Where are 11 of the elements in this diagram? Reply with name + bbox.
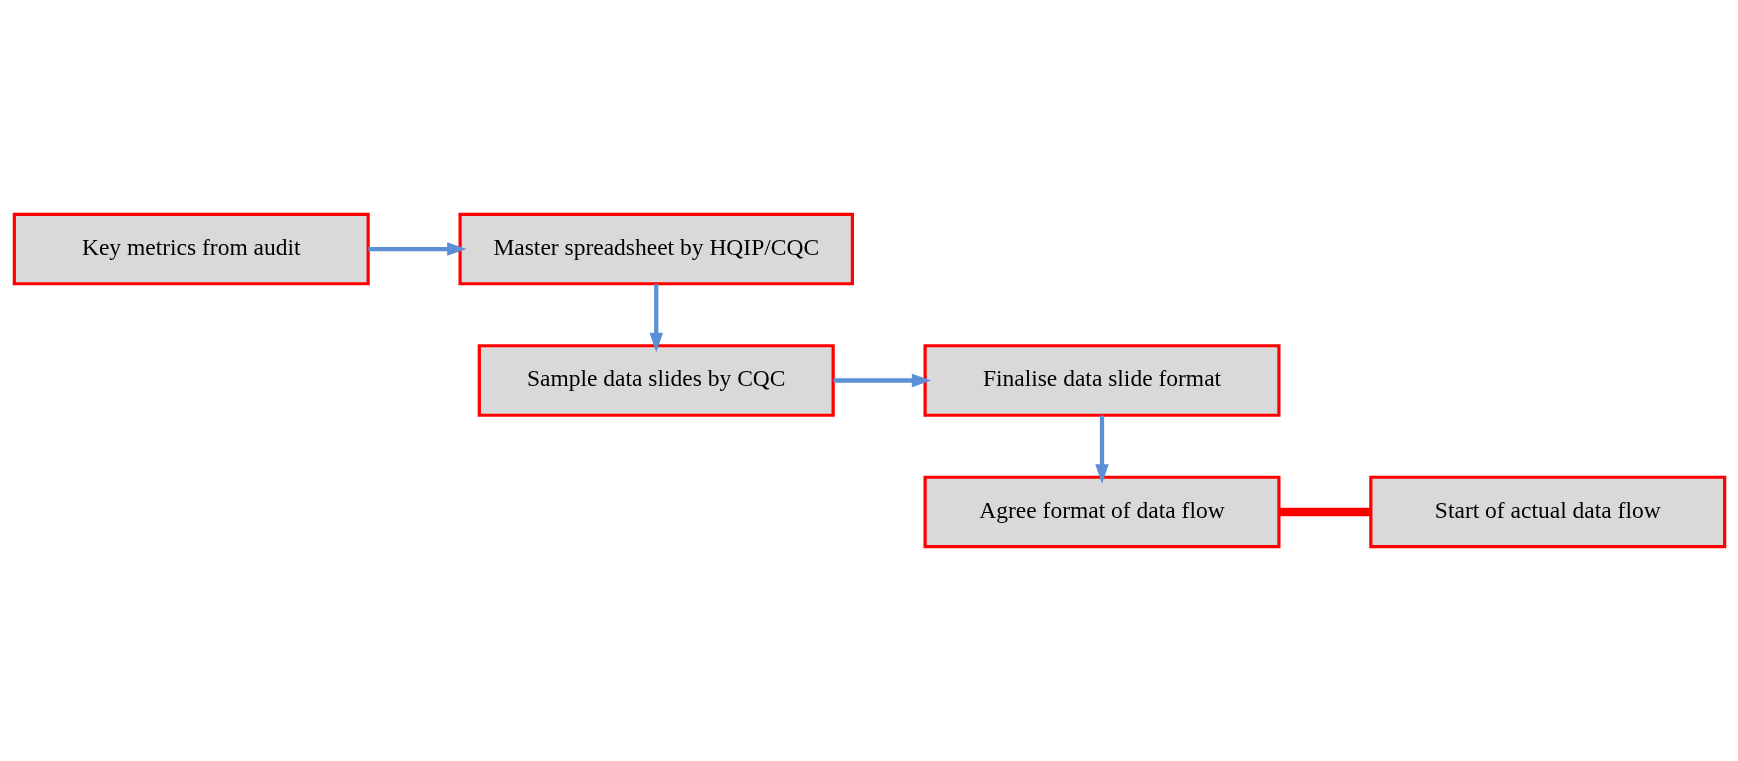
arrow (649, 284, 663, 353)
node-box: Finalise data slide format (923, 344, 1280, 417)
node-box: Key metrics from audit (12, 212, 370, 286)
connector (1278, 507, 1370, 517)
node-box: Sample data slides by CQC (477, 344, 835, 417)
arrow (1094, 415, 1109, 484)
arrow (367, 242, 466, 256)
node-box: Master spreadsheet by HQIP/CQC (458, 212, 854, 286)
node-box: Start of actual data flow (1368, 475, 1726, 549)
node-box: Agree format of data flow (923, 475, 1280, 549)
arrow (832, 373, 931, 388)
